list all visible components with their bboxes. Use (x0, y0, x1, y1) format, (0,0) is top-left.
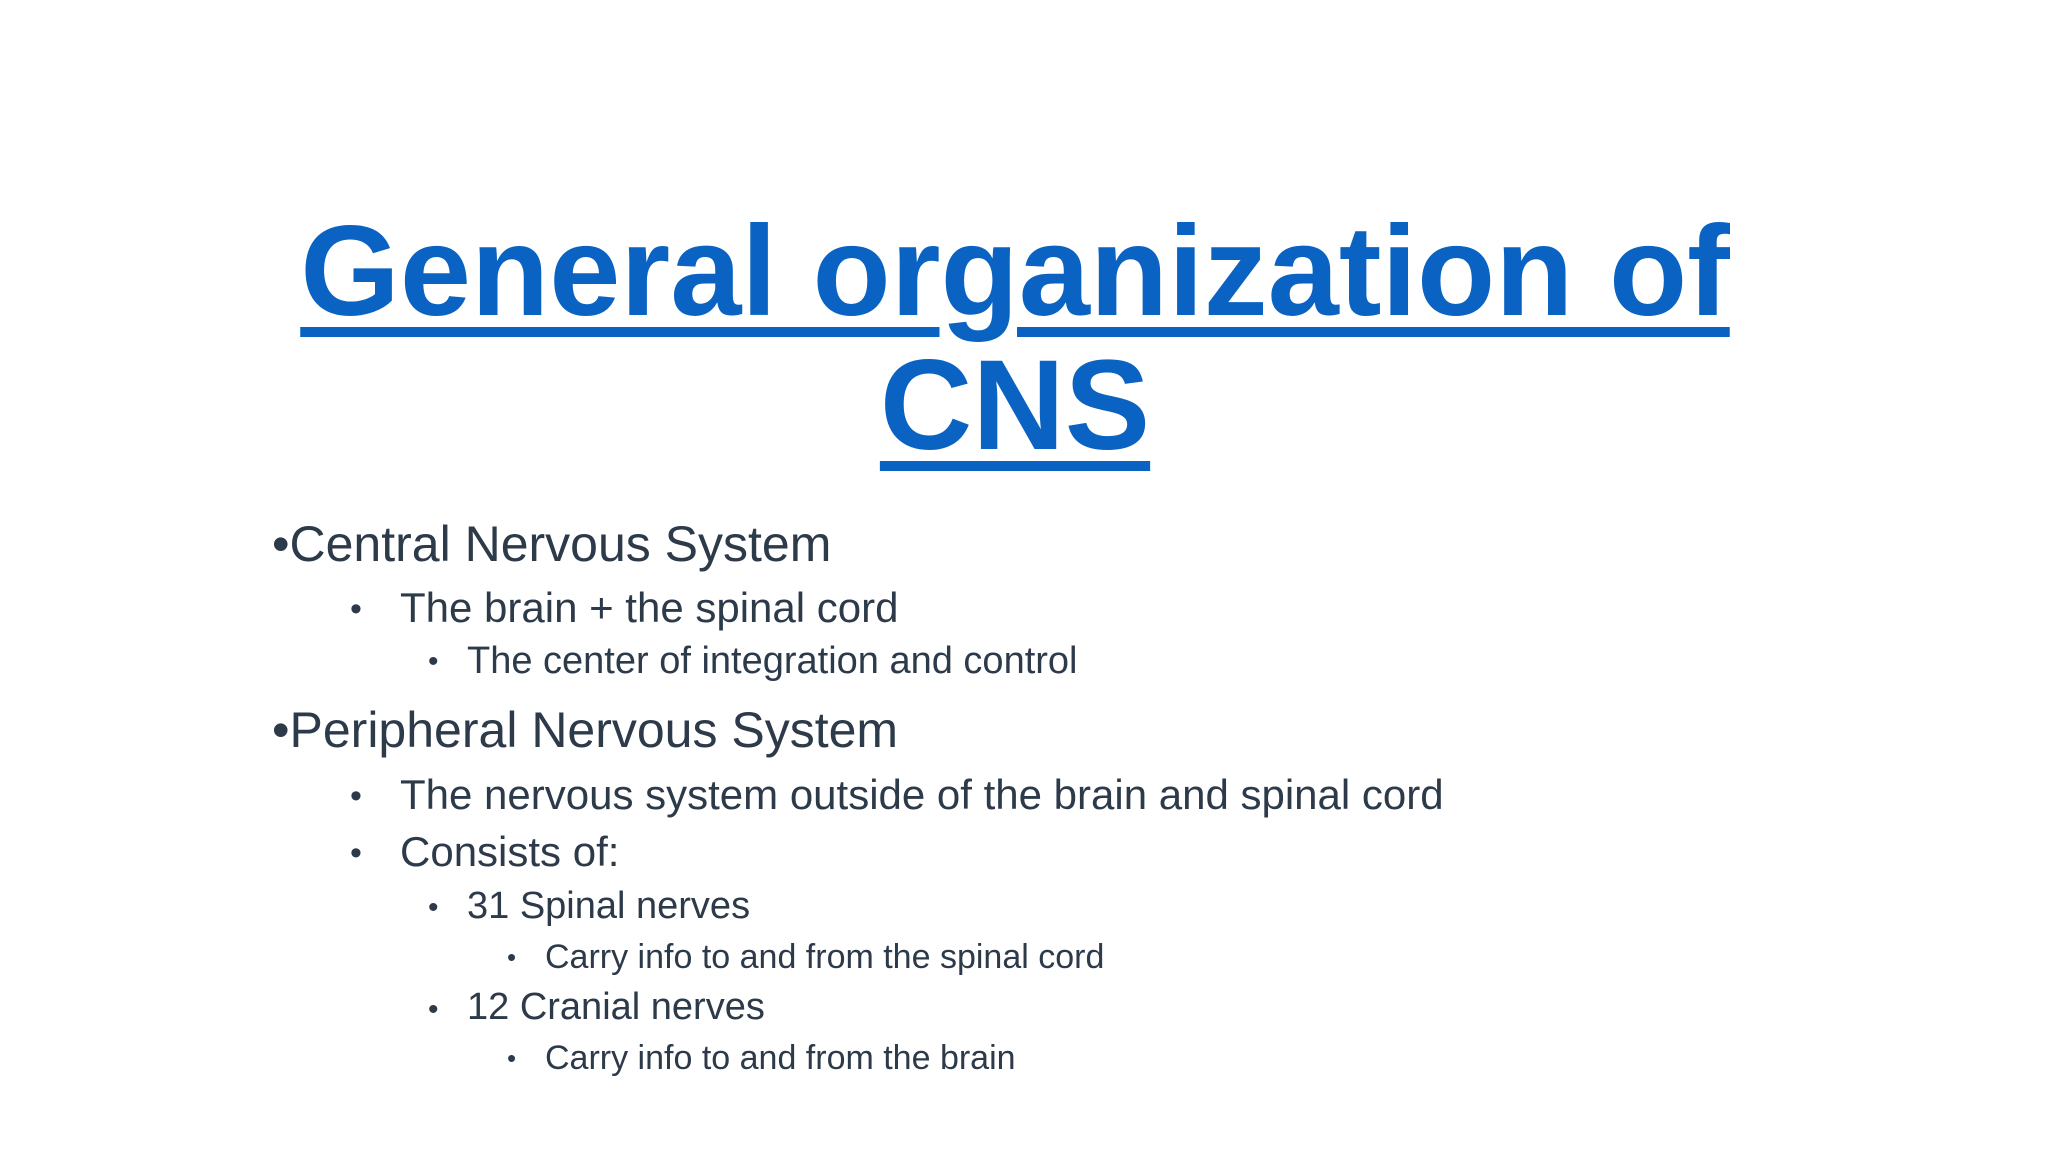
list-item-text: Central Nervous System (289, 516, 832, 572)
list-item-text: Peripheral Nervous System (289, 702, 899, 758)
bullet-glyph: • (350, 777, 362, 815)
bullet-glyph: • (507, 1043, 517, 1073)
bullet-glyph: • (507, 942, 517, 972)
list-item: •Peripheral Nervous System (272, 701, 898, 759)
bullet-glyph: • (350, 834, 362, 872)
bullet-glyph: • (428, 645, 439, 678)
slide-title-line-1: General organization of (300, 200, 1730, 343)
bullet-glyph: • (428, 993, 439, 1026)
list-item-text: The center of integration and control (467, 640, 1078, 682)
list-item-text: 31 Spinal nerves (467, 885, 751, 927)
list-item-text: 12 Cranial nerves (467, 986, 765, 1028)
list-item-text: The brain + the spinal cord (400, 584, 899, 631)
slide-title-line-2: CNS (879, 334, 1151, 477)
bullet-glyph: • (272, 702, 290, 758)
bullet-glyph: • (350, 590, 362, 628)
bullet-glyph: • (428, 891, 439, 924)
list-item-text: Carry info to and from the brain (545, 1039, 1016, 1077)
slide-title: General organization of CNS (0, 205, 2030, 473)
list-item-text: Consists of: (400, 828, 620, 875)
bullet-glyph: • (272, 516, 290, 572)
list-item-text: Carry info to and from the spinal cord (545, 938, 1105, 976)
list-item: •Central Nervous System (272, 515, 831, 573)
list-item-text: The nervous system outside of the brain … (400, 771, 1444, 818)
